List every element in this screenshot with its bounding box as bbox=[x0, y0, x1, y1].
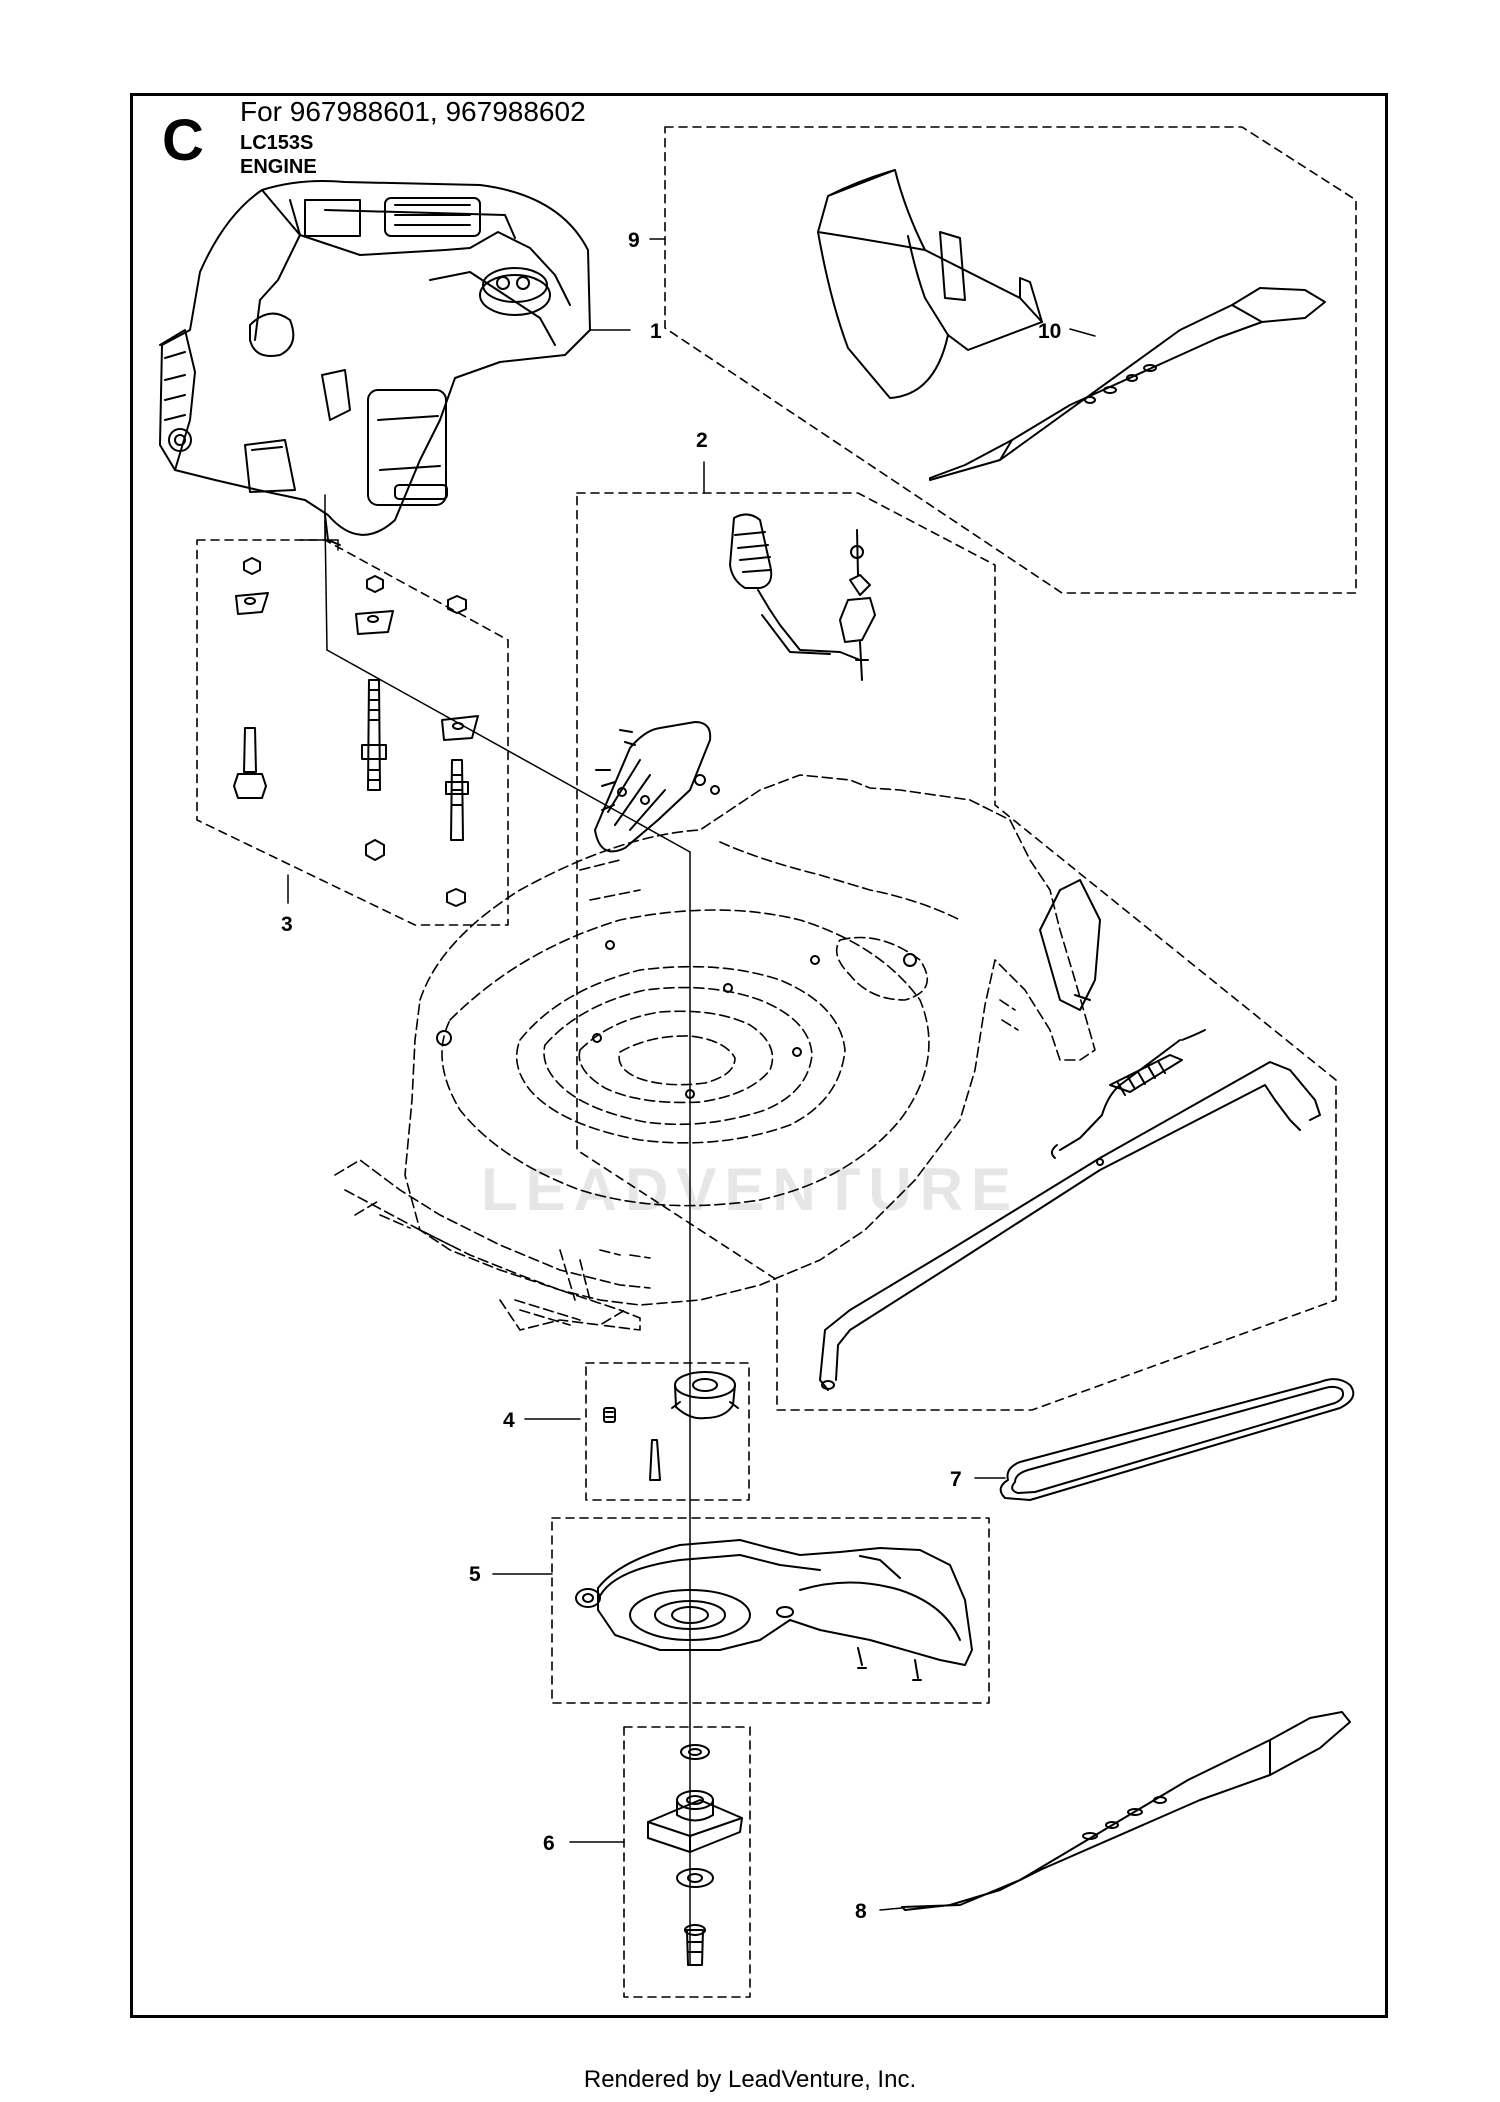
callout-numbers: 1 2 3 4 5 6 7 8 9 10 bbox=[281, 229, 1061, 1923]
part-10-upper-blade bbox=[929, 287, 1326, 481]
footer-credit: Rendered by LeadVenture, Inc. bbox=[583, 2066, 917, 2093]
group-2-box bbox=[576, 492, 1337, 1411]
callout-7: 7 bbox=[950, 1468, 962, 1491]
diagram-frame bbox=[130, 93, 1388, 2018]
part-2-height-adjust-lever bbox=[729, 513, 876, 681]
callout-4: 4 bbox=[503, 1409, 515, 1432]
part-3-mounting-hardware bbox=[233, 557, 479, 907]
model-name: LC153S bbox=[240, 132, 314, 154]
callout-3: 3 bbox=[281, 913, 293, 936]
callout-10: 10 bbox=[1038, 320, 1061, 343]
model-numbers: For 967988601, 967988602 bbox=[240, 96, 586, 127]
deck-bolts bbox=[436, 940, 917, 1099]
watermark-text: LEADVENTURE bbox=[481, 1156, 1019, 1223]
rear-bracket bbox=[594, 721, 720, 853]
mower-deck bbox=[334, 774, 1096, 1331]
group-6-box bbox=[623, 1726, 751, 1998]
section-letter: C bbox=[162, 108, 204, 173]
part-9-discharge-deflector bbox=[817, 169, 1043, 399]
deck-handle-bracket bbox=[1039, 879, 1101, 1011]
callout-6: 6 bbox=[543, 1832, 555, 1855]
callout-5: 5 bbox=[469, 1563, 481, 1586]
part-5-blade-cover bbox=[575, 1539, 973, 1681]
group-9-box bbox=[664, 126, 1357, 594]
part-7-drive-belt bbox=[999, 1378, 1355, 1501]
callout-9: 9 bbox=[628, 229, 640, 252]
callout-8: 8 bbox=[855, 1900, 867, 1923]
part-6-blade-adapter bbox=[647, 1744, 743, 1966]
part-8-lower-blade bbox=[901, 1711, 1351, 1911]
callout-1: 1 bbox=[650, 320, 662, 343]
part-4-adapter-key bbox=[603, 1371, 739, 1481]
spring-and-rod bbox=[819, 1029, 1321, 1391]
group-4-box bbox=[585, 1362, 750, 1501]
group-5-box bbox=[551, 1517, 990, 1704]
part-1-engine bbox=[159, 180, 591, 546]
assembly-lines bbox=[299, 494, 691, 1966]
callout-leaders bbox=[287, 238, 1096, 1911]
callout-2: 2 bbox=[696, 429, 708, 452]
assembly-name: ENGINE bbox=[240, 156, 317, 178]
